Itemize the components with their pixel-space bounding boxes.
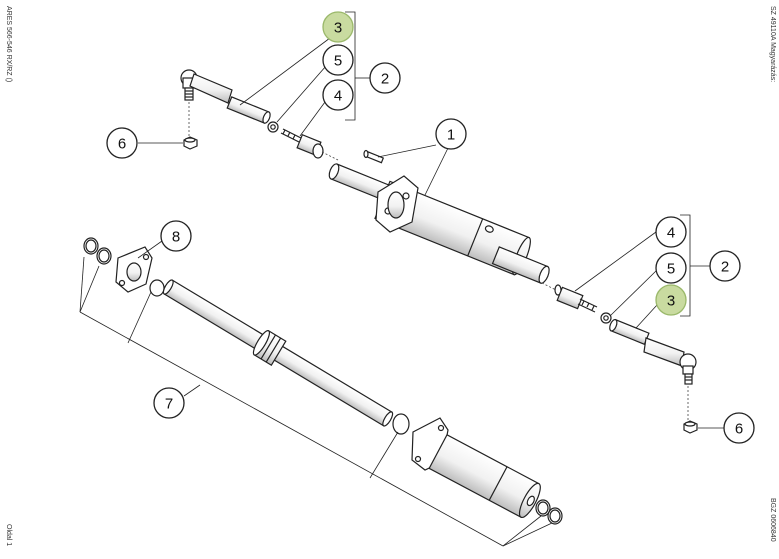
svg-text:6: 6 <box>118 136 126 153</box>
svg-text:4: 4 <box>334 88 342 105</box>
ring-left <box>267 121 279 133</box>
tube-left <box>226 96 271 124</box>
callout-4-lower: 4 <box>655 216 687 248</box>
svg-text:1: 1 <box>447 127 455 144</box>
callout-5-upper: 5 <box>322 44 354 76</box>
nut-right <box>683 420 698 434</box>
tie-rod-end-right <box>643 337 697 385</box>
o-ring-lower <box>392 413 410 435</box>
assembly-centerlines <box>188 102 689 420</box>
svg-text:2: 2 <box>721 259 729 276</box>
svg-text:3: 3 <box>667 293 675 310</box>
ring-right <box>600 312 612 324</box>
callout-3-lower: 3 <box>655 284 687 316</box>
callout-3-upper: 3 <box>322 11 354 43</box>
nut-left <box>183 136 198 150</box>
callout-1: 1 <box>435 118 467 150</box>
callout-4-upper: 4 <box>322 79 354 111</box>
callout-6-lower: 6 <box>723 412 755 444</box>
svg-text:2: 2 <box>381 71 389 88</box>
o-rings-right <box>535 499 563 525</box>
inner-joint-right <box>554 284 598 313</box>
svg-text:7: 7 <box>165 396 173 413</box>
o-ring-mid <box>149 279 165 297</box>
lower-assembly <box>83 237 563 525</box>
svg-text:4: 4 <box>667 225 675 242</box>
svg-text:6: 6 <box>735 421 743 438</box>
cylinder-rod-front <box>491 246 550 284</box>
piston <box>252 330 287 366</box>
callout-5-lower: 5 <box>655 252 687 284</box>
svg-text:8: 8 <box>172 229 180 246</box>
inner-joint-left <box>280 128 324 159</box>
callout-6-upper: 6 <box>106 127 138 159</box>
svg-text:5: 5 <box>667 261 675 278</box>
cylinder-body-lower <box>428 434 541 519</box>
mounting-flange-upper <box>375 175 419 233</box>
callout-2-upper: 2 <box>369 62 401 94</box>
cylinder-rod-rear <box>328 163 390 201</box>
callout-2-lower: 2 <box>709 250 741 282</box>
svg-text:3: 3 <box>334 20 342 37</box>
flange-8 <box>115 246 153 293</box>
upper-assembly <box>180 69 698 434</box>
leader-lines <box>79 11 724 547</box>
svg-text:5: 5 <box>334 53 342 70</box>
o-rings-left <box>83 237 112 265</box>
bolt-top <box>363 149 385 164</box>
callout-8: 8 <box>160 220 192 252</box>
tube-right <box>609 318 650 346</box>
callout-7: 7 <box>153 387 185 419</box>
tie-rod-end-left <box>180 69 233 104</box>
